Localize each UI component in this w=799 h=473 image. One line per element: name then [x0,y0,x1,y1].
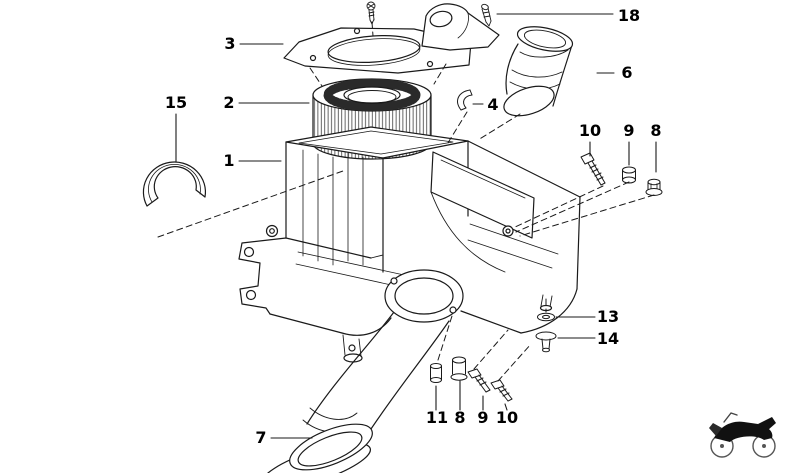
callout-8-lower[interactable]: 8 [454,408,465,427]
callout-6[interactable]: 6 [621,63,632,82]
part-bushing-lower-8 [450,356,468,381]
part-screw-bracket [481,3,492,27]
callout-labels: 18 3 6 2 15 4 10 9 8 1 13 14 11 8 9 10 7 [165,6,662,447]
part-profile-gasket [142,161,207,207]
assembly-dashed-lines [157,21,655,382]
callout-7[interactable]: 7 [255,428,266,447]
part-clip [457,89,473,111]
part-outlet-flange [384,269,464,323]
callout-1[interactable]: 1 [223,151,234,170]
part-spacer-upper [622,166,636,184]
part-screw-top [366,1,376,25]
motorcycle-icon [709,412,776,458]
part-bolt-upper [580,152,606,186]
callout-9-upper[interactable]: 9 [623,121,634,140]
callout-10-lower[interactable]: 10 [496,408,518,427]
callout-10-upper[interactable]: 10 [579,121,601,140]
part-cover-bracket [421,3,500,51]
part-bolt-lower-10 [490,379,513,402]
callout-14[interactable]: 14 [597,329,619,348]
part-drain-valve [535,331,557,353]
callout-3[interactable]: 3 [224,34,235,53]
callout-15[interactable]: 15 [165,93,187,112]
part-washer [537,312,555,322]
part-outlet-hose [260,311,450,473]
callout-8-upper[interactable]: 8 [650,121,661,140]
callout-9-lower[interactable]: 9 [477,408,488,427]
leader-lines [175,13,657,439]
part-nut-upper [645,178,663,196]
callout-11[interactable]: 11 [426,408,448,427]
part-intake-duct [503,26,574,117]
part-housing [238,126,581,363]
callout-13[interactable]: 13 [597,307,619,326]
callout-4[interactable]: 4 [487,95,498,114]
part-bolt-lower-9 [467,368,491,393]
part-spacer-lower-11 [430,363,442,383]
callout-18[interactable]: 18 [618,6,640,25]
callout-2[interactable]: 2 [223,93,234,112]
